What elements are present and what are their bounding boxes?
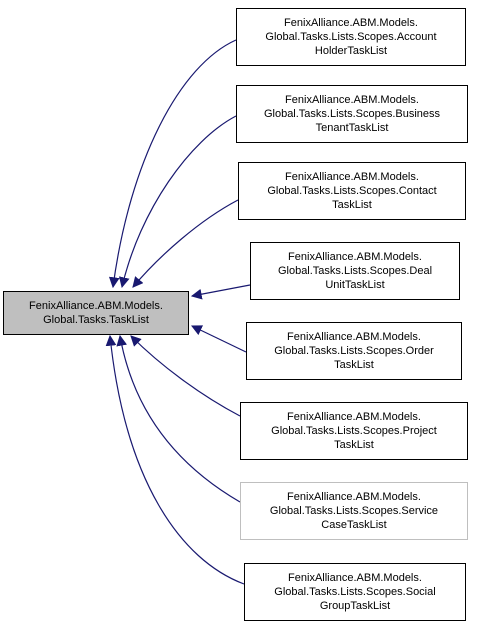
node-line: HolderTaskList [314, 45, 388, 57]
base-node-line-1: FenixAlliance.ABM.Models. [29, 300, 163, 312]
node-line: FenixAlliance.ABM.Models. [287, 411, 421, 423]
node-line: Global.Tasks.Lists.Scopes.Service [269, 505, 439, 517]
edge-dealunit [190, 284, 251, 300]
node-line: Global.Tasks.Lists.Scopes.Business [263, 108, 441, 120]
node-line: FenixAlliance.ABM.Models. [284, 17, 418, 29]
derived-node-socialgroup[interactable]: FenixAlliance.ABM.Models. Global.Tasks.L… [244, 563, 466, 621]
edge-project [130, 335, 241, 417]
node-line: TenantTaskList [315, 122, 389, 134]
node-line: Global.Tasks.Lists.Scopes.Social [274, 586, 436, 598]
derived-node-dealunit[interactable]: FenixAlliance.ABM.Models. Global.Tasks.L… [250, 242, 460, 300]
base-node-line-2: Global.Tasks.TaskList [43, 314, 149, 326]
node-line: TaskList [334, 359, 374, 371]
node-line: Global.Tasks.Lists.Scopes.Contact [267, 185, 437, 197]
node-line: Global.Tasks.Lists.Scopes.Project [271, 425, 437, 437]
node-line: UnitTaskList [325, 279, 385, 291]
derived-node-businesstenant[interactable]: FenixAlliance.ABM.Models. Global.Tasks.L… [236, 85, 468, 143]
node-line: TaskList [332, 199, 372, 211]
derived-node-order[interactable]: FenixAlliance.ABM.Models. Global.Tasks.L… [246, 322, 462, 380]
node-line: FenixAlliance.ABM.Models. [288, 572, 422, 584]
node-line: GroupTaskList [319, 600, 391, 612]
base-class-node[interactable]: FenixAlliance.ABM.Models. Global.Tasks.T… [3, 291, 189, 335]
node-line: Global.Tasks.Lists.Scopes.Account [265, 31, 437, 43]
edge-contact [132, 199, 239, 288]
edge-servicecase [116, 334, 241, 503]
derived-node-contact[interactable]: FenixAlliance.ABM.Models. Global.Tasks.L… [238, 162, 466, 220]
node-line: Global.Tasks.Lists.Scopes.Deal [277, 265, 433, 277]
node-line: FenixAlliance.ABM.Models. [288, 251, 422, 263]
edge-socialgroup [105, 334, 245, 585]
edge-businesstenant [118, 115, 237, 289]
node-line: Global.Tasks.Lists.Scopes.Order [274, 345, 434, 357]
derived-node-servicecase[interactable]: FenixAlliance.ABM.Models. Global.Tasks.L… [240, 482, 468, 540]
node-line: FenixAlliance.ABM.Models. [287, 491, 421, 503]
derived-node-accountholder[interactable]: FenixAlliance.ABM.Models. Global.Tasks.L… [236, 8, 466, 66]
node-line: TaskList [334, 439, 374, 451]
node-line: FenixAlliance.ABM.Models. [285, 171, 419, 183]
node-line: FenixAlliance.ABM.Models. [285, 94, 419, 106]
edge-order [191, 325, 247, 353]
derived-node-project[interactable]: FenixAlliance.ABM.Models. Global.Tasks.L… [240, 402, 468, 460]
node-line: FenixAlliance.ABM.Models. [287, 331, 421, 343]
node-line: CaseTaskList [321, 519, 387, 531]
edge-accountholder [108, 39, 237, 289]
